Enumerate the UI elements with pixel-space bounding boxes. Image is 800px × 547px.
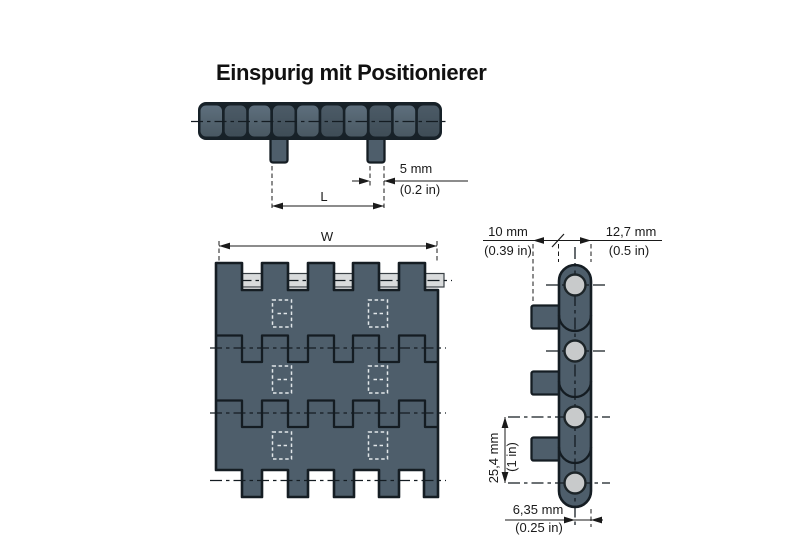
link-joint-arc-1 [557, 314, 593, 333]
pin-holes [508, 273, 610, 495]
top-view [210, 241, 452, 499]
side-view [483, 233, 662, 528]
page-title: Einspurig mit Positionierer [216, 60, 487, 85]
side-positioner-tabs [530, 304, 562, 462]
dim-label-tab-spacing: L [320, 189, 328, 204]
dim-label-module-width-in: (0.5 in) [608, 243, 650, 258]
dim-label-tab-protrusion-in: (0.39 in) [484, 243, 532, 258]
front-view [191, 102, 468, 211]
module-joint-2 [216, 399, 438, 429]
dim-label-offset-in: (0.25 in) [515, 520, 563, 535]
offset-dimension [505, 509, 603, 527]
hidden-positioner-tabs [271, 299, 389, 460]
pitch-dimension [501, 417, 509, 483]
dim-label-pitch-in: (1 in) [504, 442, 519, 472]
dim-label-tab-width-in: (0.2 in) [399, 182, 441, 197]
dim-label-tab-protrusion-mm: 10 mm [488, 224, 528, 239]
dim-label-offset-mm: 6,35 mm [512, 502, 564, 517]
module-joint-1 [216, 334, 438, 364]
belt-module-body [214, 261, 440, 499]
dim-label-module-width-mm: 12,7 mm [605, 224, 657, 239]
front-dimensions [271, 166, 468, 211]
side-view-top-dimensions [483, 233, 662, 303]
dim-label-belt-width: W [320, 229, 334, 244]
dim-label-tab-width-mm: 5 mm [399, 161, 433, 176]
dim-label-pitch-mm: 25,4 mm [486, 432, 501, 484]
top-view-width-dimension [218, 241, 438, 262]
